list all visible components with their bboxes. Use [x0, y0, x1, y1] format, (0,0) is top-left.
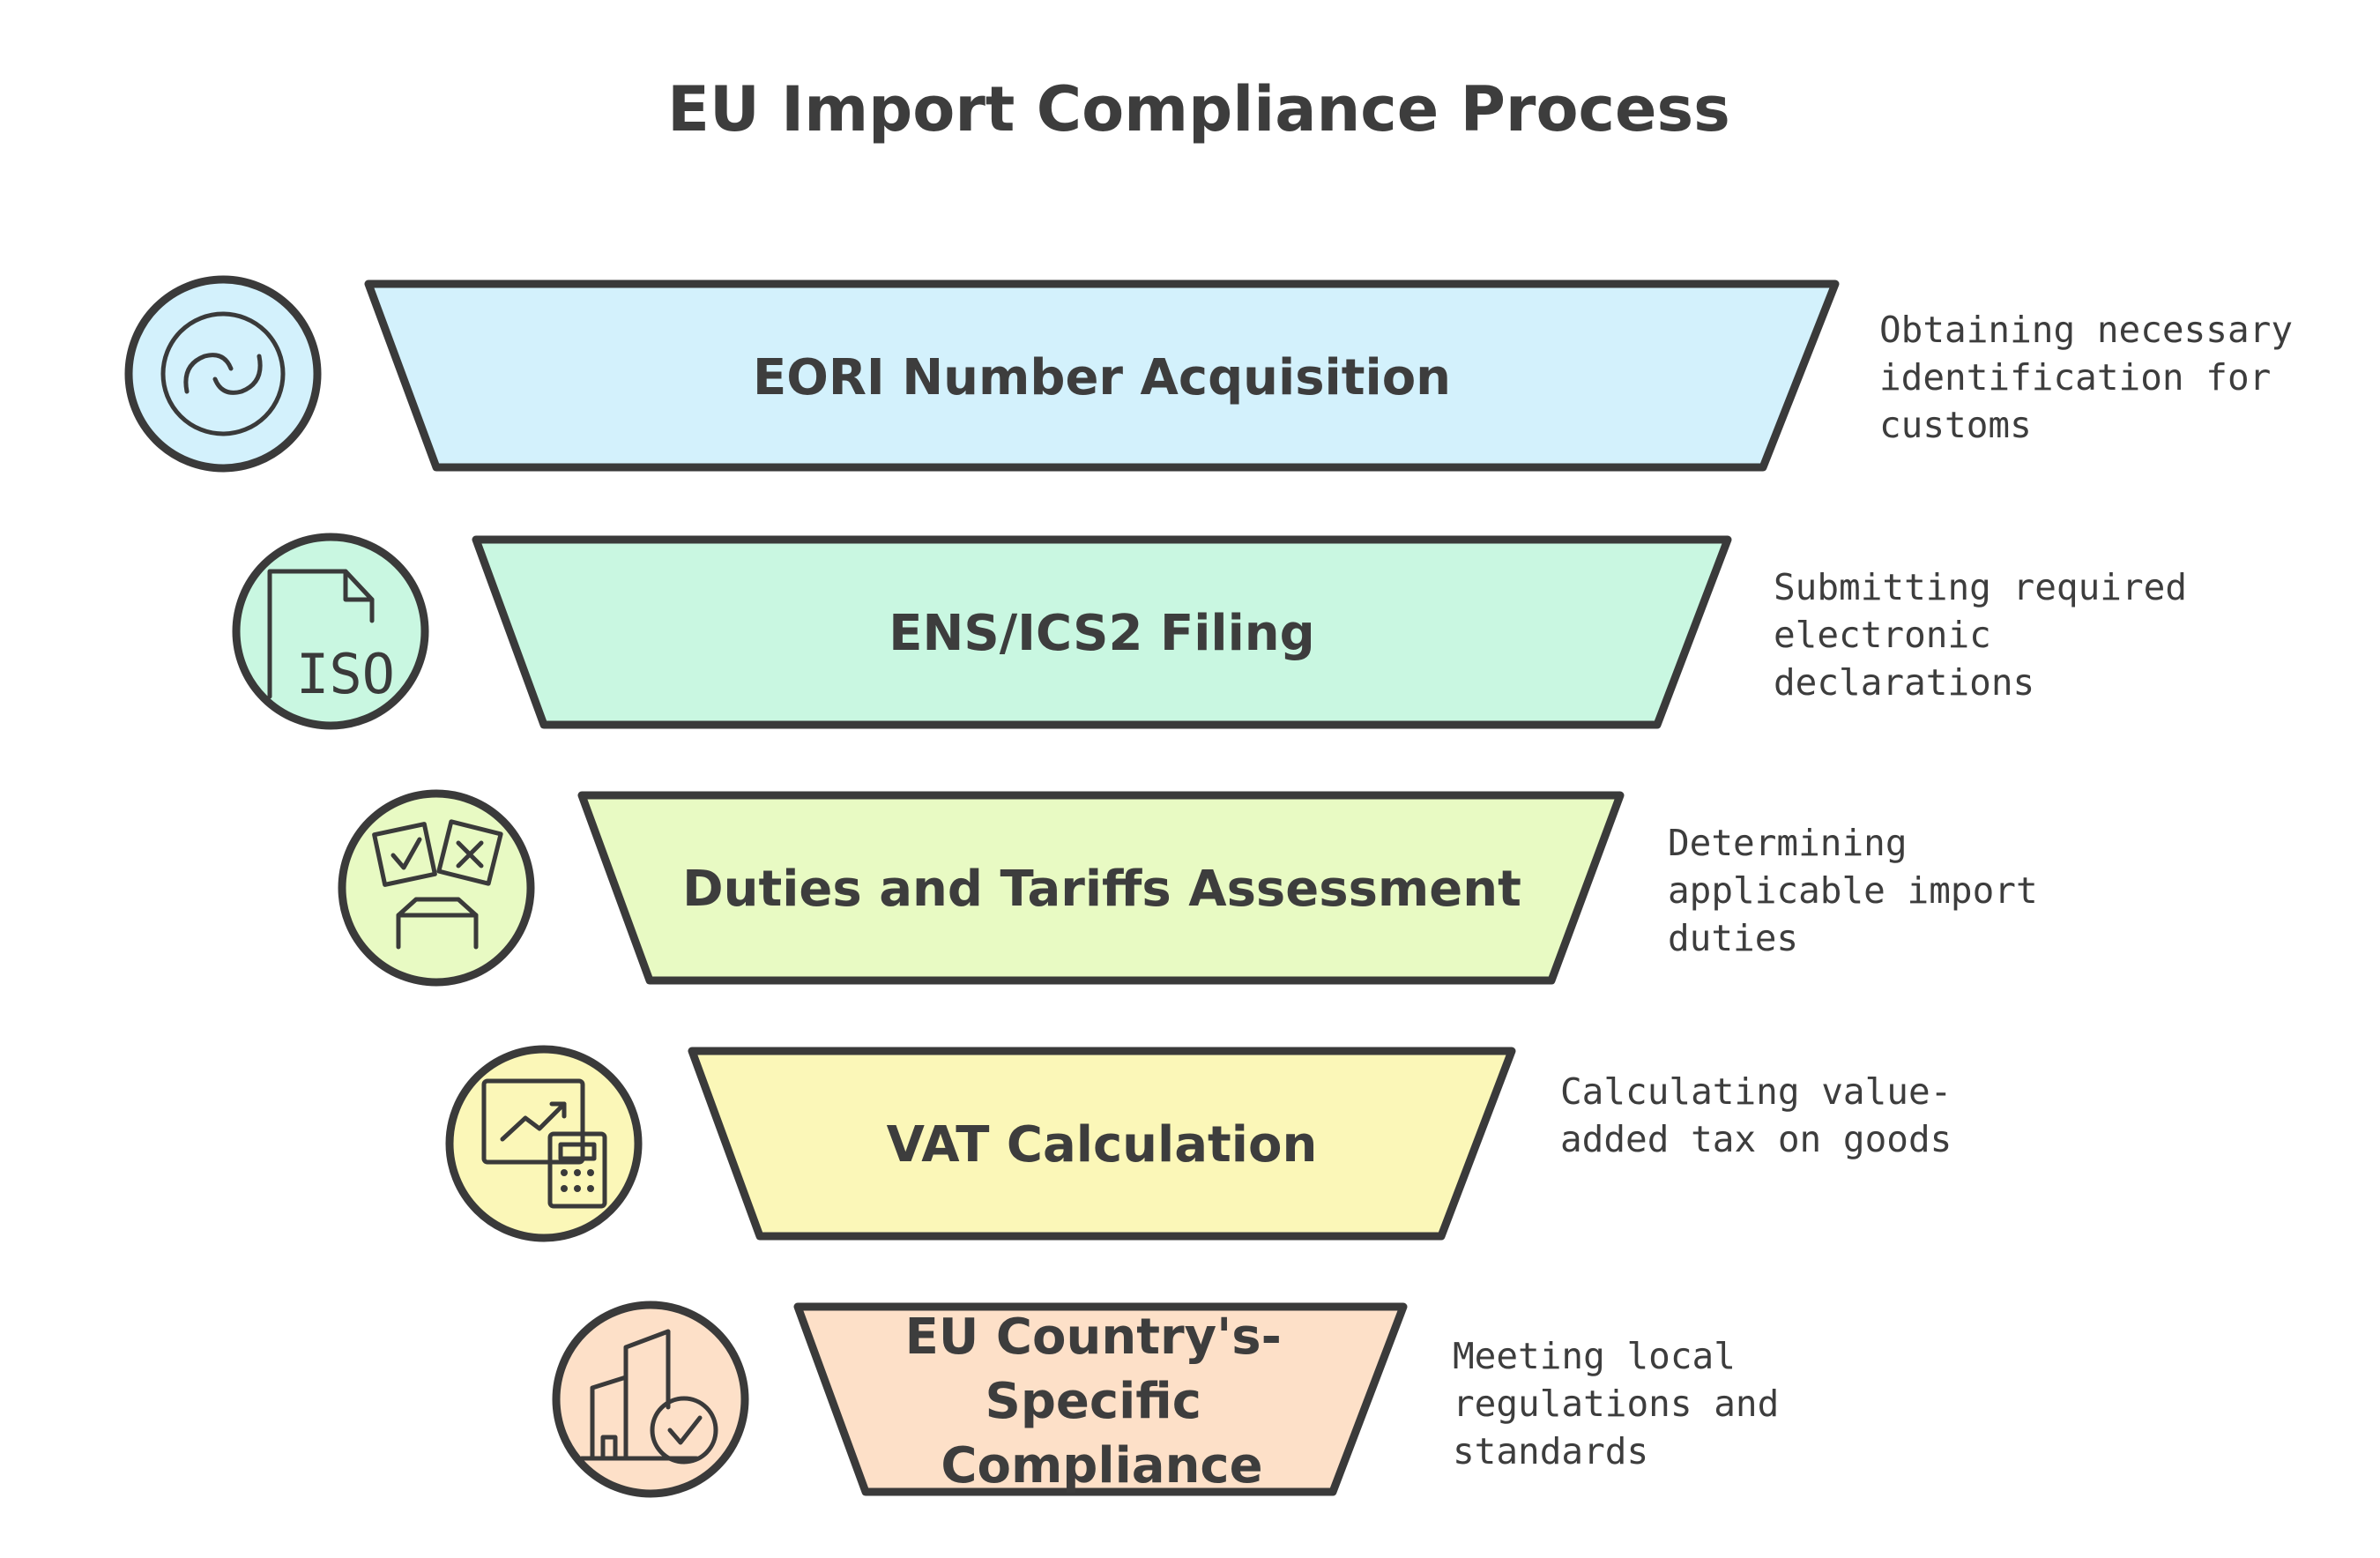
stage-description: Submitting required electronic declarati…	[1774, 566, 2209, 704]
stage-band-outline	[472, 535, 1732, 729]
stage-label: ENS/ICS2 Filing	[889, 605, 1314, 662]
stage-vat: VAT Calculation Calculating value- added…	[445, 1045, 1974, 1242]
stage-icon-circle	[232, 533, 429, 730]
stage-band-outline	[793, 1302, 1408, 1496]
stage-band-outline	[577, 791, 1625, 985]
stage-band	[798, 1307, 1403, 1492]
stage-duties-tariffs: Duties and Tariffs Assessment Determinin…	[338, 789, 2059, 987]
building-check-icon	[579, 1329, 718, 1465]
diagram-title: EU Import Compliance Process	[667, 73, 1730, 145]
stage-ens-ics2: ISO ENS/ICS2 Filing Submitting required …	[232, 533, 2209, 730]
stage-country-specific: EU Country's- Specific Compliance Meetin…	[552, 1301, 1801, 1498]
stage-icon-circle	[552, 1301, 749, 1498]
stage-description: Determining applicable import duties	[1668, 822, 2059, 959]
iso-document-icon-label: ISO	[296, 642, 395, 706]
checklist-box-icon	[372, 819, 503, 950]
chart-calculator-icon	[481, 1078, 607, 1209]
stage-label: EORI Number Acquisition	[753, 349, 1451, 406]
stage-band-outline	[688, 1047, 1516, 1241]
stage-band-outline	[364, 280, 1840, 472]
iso-document-icon: ISO	[267, 569, 395, 706]
stage-label: VAT Calculation	[887, 1116, 1318, 1174]
stage-band	[692, 1051, 1512, 1236]
stage-icon-circle	[445, 1045, 643, 1242]
stage-band	[476, 540, 1728, 725]
stage-band	[368, 284, 1835, 467]
stage-eori: EORI Number Acquisition Obtaining necess…	[124, 275, 2315, 473]
stage-label: Duties and Tariffs Assessment	[682, 861, 1521, 918]
stage-description: Calculating value- added tax on goods	[1560, 1070, 1974, 1160]
stage-icon-circle	[338, 789, 535, 987]
stage-label: EU Country's- Specific Compliance	[905, 1308, 1299, 1495]
stage-description: Meeting local regulations and standards	[1453, 1335, 1801, 1472]
stage-icon-circle	[124, 275, 322, 473]
stage-description: Obtaining necessary identification for c…	[1879, 309, 2315, 446]
stage-band	[582, 795, 1620, 980]
link-icon	[160, 311, 286, 436]
